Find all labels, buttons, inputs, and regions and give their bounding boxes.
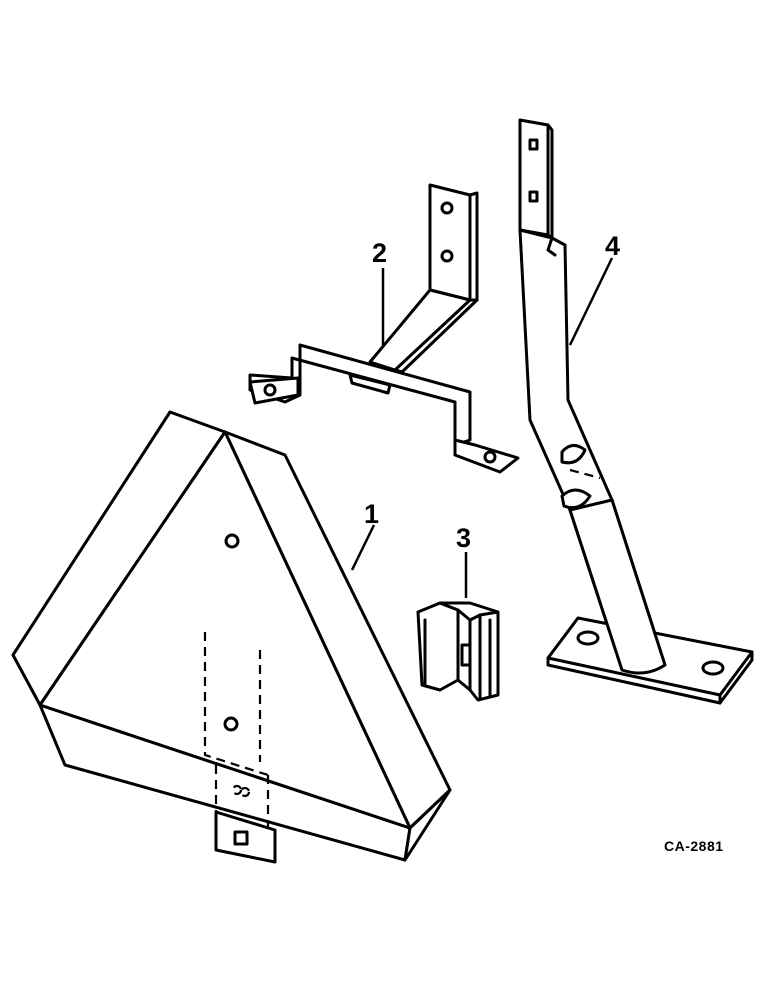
bolt-hole (701, 660, 725, 676)
bolt-hole (223, 716, 239, 732)
part-4-stand (518, 118, 754, 705)
callout-4: 4 (605, 231, 620, 261)
leader-part-4 (568, 257, 614, 346)
bolt-hole (440, 249, 454, 263)
slot-hole (528, 190, 539, 203)
callout-1: 1 (364, 499, 379, 529)
part-1-emblem (11, 410, 452, 864)
figure-code: CA-2881 (664, 838, 724, 854)
slot-hole (528, 138, 539, 151)
leader-part-1 (350, 524, 376, 571)
bolt-hole (224, 533, 240, 549)
bolt-hole (483, 450, 497, 464)
callout-2: 2 (372, 238, 387, 268)
slot-hole (233, 830, 249, 846)
bolt-hole (576, 630, 600, 646)
leader-lines (350, 257, 614, 598)
bolt-hole (440, 201, 454, 215)
bolt-hole (263, 383, 277, 397)
part-2-bracket (248, 183, 520, 474)
part-3-clip (416, 601, 500, 702)
callout-3: 3 (456, 523, 471, 553)
